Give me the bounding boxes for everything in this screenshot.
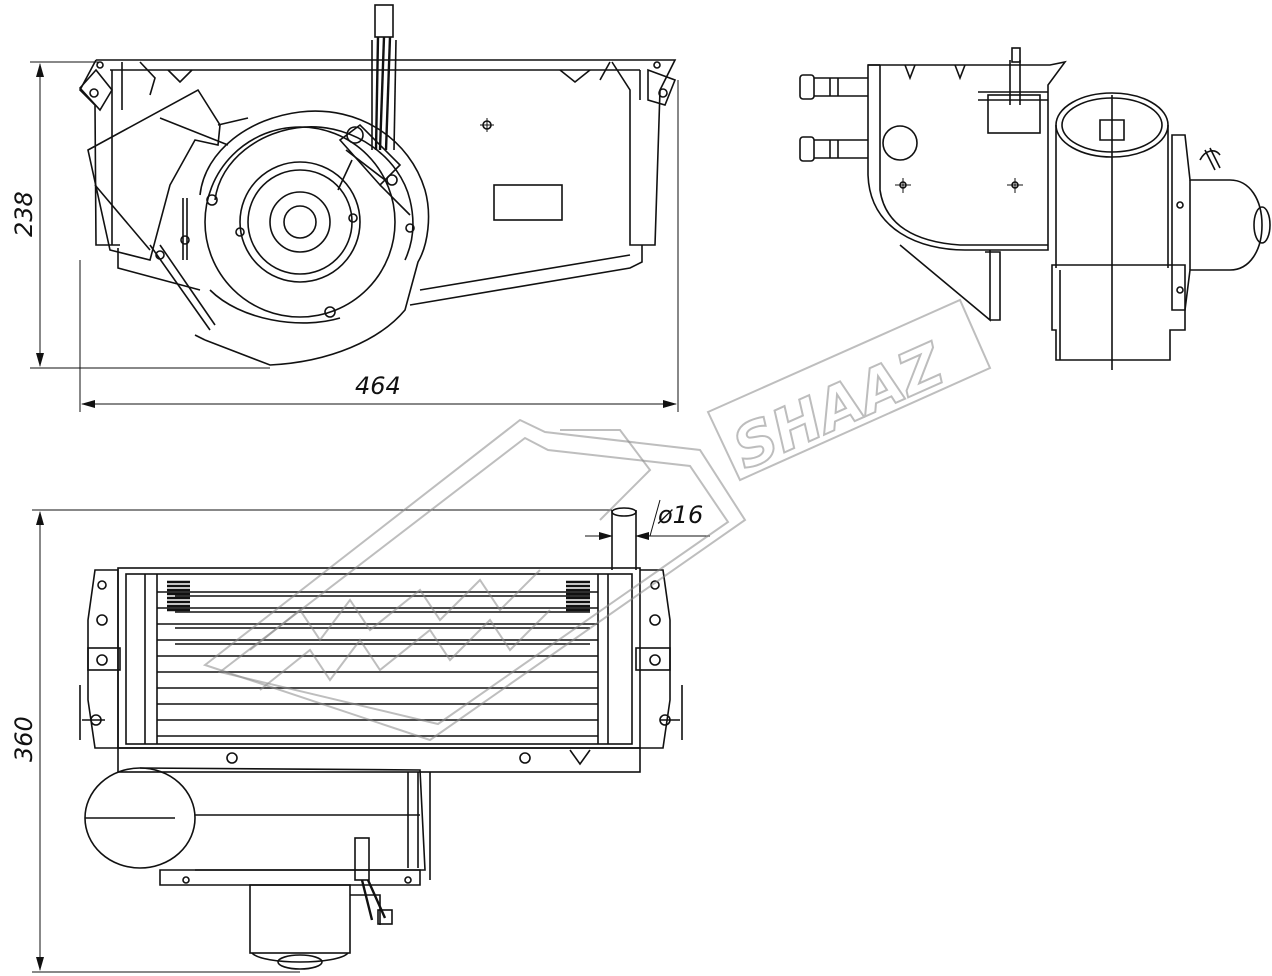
top-view [79,507,683,970]
dim-width: 464 [355,372,401,400]
front-view [78,4,677,366]
front-dimensions: 238 464 [10,61,679,412]
dim-pipe-diameter: ø16 [657,501,703,529]
dim-height-front: 238 [10,191,38,237]
top-dimensions: 360 ø16 [10,499,710,973]
dim-height-top: 360 [10,716,38,762]
side-view [799,47,1271,370]
